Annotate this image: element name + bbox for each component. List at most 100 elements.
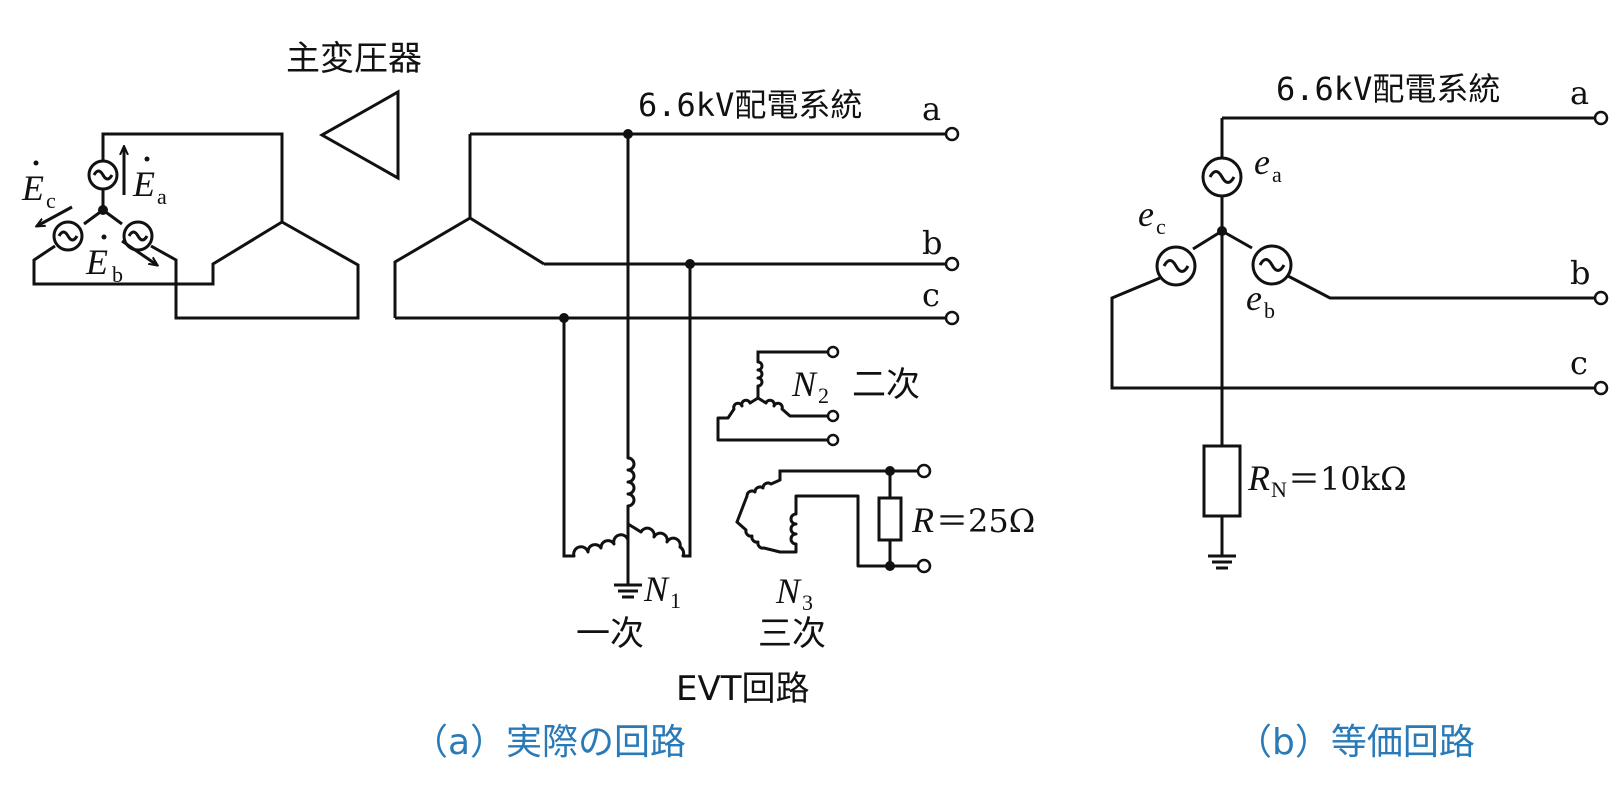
tertiary-coil-right [778, 494, 920, 568]
eq-phase-c-label: c [1570, 344, 1588, 382]
svg-text:E: E [132, 164, 155, 204]
tap-node-a [623, 129, 633, 139]
eq-eb-label: e b [1246, 278, 1275, 323]
equivalent-circuit: 6.6kV配電系統 a b c e a e c e b R N ＝10kΩ （b… [1110, 70, 1609, 763]
svg-text:e: e [1246, 278, 1262, 318]
secondary-terminal-2 [826, 409, 840, 423]
eq-eb-lead-inner [1221, 229, 1253, 250]
eq-resistor-rn-label: R N ＝10kΩ [1247, 458, 1407, 502]
tap-node-c [559, 313, 569, 323]
tertiary-coil-left-lower [735, 520, 782, 554]
svg-text:＝10kΩ: ＝10kΩ [1288, 460, 1407, 498]
ec-arrow [37, 205, 73, 226]
secondary-terminal-1 [826, 345, 840, 359]
main-transformer-label: 主変圧器 [286, 39, 422, 79]
tertiary-coil-left-upper [735, 478, 782, 524]
svg-text:b: b [1264, 298, 1275, 323]
phase-b-label: b [922, 224, 942, 262]
tap-node-b [685, 259, 695, 269]
primary-coil-a [626, 456, 636, 526]
eq-ac-source-ea [1201, 156, 1243, 198]
svg-text:e: e [1138, 194, 1154, 234]
caption-actual-circuit: （a）実際の回路 [412, 722, 686, 763]
secondary-coil-c [716, 396, 830, 442]
eq-ec-label: e c [1138, 194, 1166, 239]
svg-text:1: 1 [670, 588, 681, 613]
tertiary-label: 三次 [758, 614, 826, 654]
primary-label: 一次 [576, 614, 644, 654]
caption-equivalent-circuit: （b）等価回路 [1236, 722, 1475, 763]
secondary-coil-a [756, 360, 764, 400]
eq-phase-a-label: a [1570, 74, 1589, 112]
generator-neutral-node [98, 205, 108, 215]
eq-ac-source-eb [1251, 244, 1293, 286]
svg-text:N: N [1271, 477, 1287, 502]
eq-terminal-c [1593, 380, 1609, 396]
svg-text:b: b [112, 262, 123, 287]
svg-text:a: a [157, 184, 167, 209]
svg-text:N: N [775, 571, 802, 611]
eq-ec-lead-inner [1192, 229, 1223, 251]
svg-text:2: 2 [818, 383, 829, 408]
ac-source-eb [122, 220, 154, 252]
phase-a-label: a [922, 90, 941, 128]
ec-label: E c [21, 160, 56, 213]
primary-lead-b [683, 264, 692, 558]
secondary-terminal-3 [826, 433, 840, 447]
svg-text:R: R [1247, 458, 1270, 498]
svg-text:e: e [1254, 142, 1270, 182]
evt-primary-winding [559, 129, 695, 599]
svg-text:R: R [911, 500, 934, 540]
svg-text:＝25Ω: ＝25Ω [936, 502, 1035, 540]
evt-secondary-winding [716, 345, 840, 447]
n3-label: N 3 [775, 571, 813, 615]
eq-bus-b [1287, 274, 1595, 300]
phase-c-label: c [922, 276, 940, 314]
eq-phase-b-label: b [1570, 254, 1590, 292]
eq-system-label: 6.6kV配電系統 [1276, 70, 1500, 108]
svg-text:E: E [21, 168, 44, 208]
primary-coil-c [572, 522, 630, 558]
secondary-label: 二次 [852, 365, 920, 405]
secondary-lead-a [756, 350, 828, 362]
svg-text:3: 3 [802, 590, 813, 615]
ac-source-ec [52, 220, 84, 252]
resistor-r [877, 496, 903, 542]
terminal-a [944, 126, 960, 142]
eb-label: E b [85, 234, 123, 287]
svg-text:N: N [791, 364, 818, 404]
system-label-a: 6.6kV配電系統 [638, 86, 862, 124]
main-transformer-symbol [318, 89, 400, 181]
svg-text:N: N [643, 569, 670, 609]
svg-text:c: c [46, 188, 56, 213]
secondary-coil-b [756, 396, 830, 418]
actual-circuit: E a E c E b 主変圧器 6.6k [21, 39, 1035, 763]
eq-terminal-b [1593, 290, 1609, 306]
svg-text:E: E [85, 242, 108, 282]
primary-lead-c [562, 318, 574, 558]
eq-ground-icon [1208, 554, 1236, 570]
resistor-r-label: R ＝25Ω [911, 500, 1035, 540]
ac-source-ea [87, 159, 119, 191]
ground-icon [614, 583, 642, 599]
terminal-b [944, 256, 960, 272]
svg-text:a: a [1272, 162, 1282, 187]
tertiary-terminal-2 [916, 558, 932, 574]
ea-branch-outer [101, 132, 284, 222]
eb-arrow [121, 239, 157, 265]
eq-bus-c [1110, 276, 1595, 390]
delta-left-side [393, 134, 472, 318]
primary-coil-b [626, 522, 686, 558]
svg-text:c: c [1156, 214, 1166, 239]
tertiary-lead-top [778, 469, 918, 480]
n1-label: N 1 [643, 569, 681, 613]
n2-label: N 2 [791, 364, 829, 408]
generator-star: E a E c E b [21, 132, 360, 320]
evt-circuit-label: EVT回路 [676, 669, 810, 709]
eq-ea-label: e a [1254, 142, 1282, 187]
eq-ac-source-ec [1155, 245, 1197, 287]
terminal-c [944, 310, 960, 326]
evt-tertiary-winding [735, 463, 932, 574]
eb-branch-outer [150, 220, 360, 320]
